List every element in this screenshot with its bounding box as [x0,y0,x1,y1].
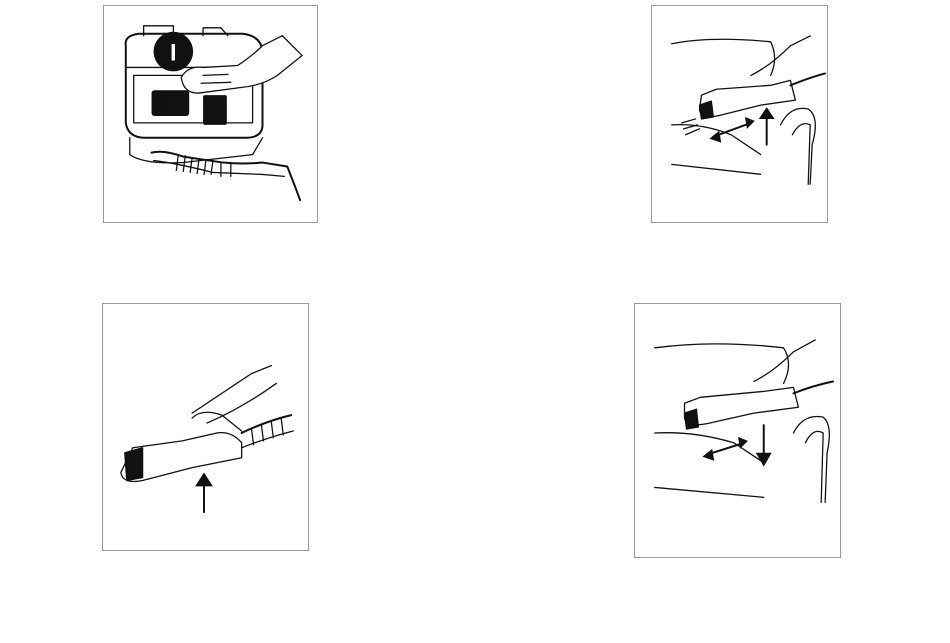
hand-tool [121,366,276,482]
arrow-up-icon [195,473,213,513]
tool-trigger-illustration [103,304,308,550]
machine-body [126,26,263,163]
power-switch-icon: I [154,32,194,72]
illustration-trigger-press [102,303,309,551]
hand [181,36,302,93]
sofa-spray-illustration [652,6,827,222]
sofa [672,39,816,184]
hose [242,415,293,448]
hand-tool [685,340,834,429]
arrow-down-icon [756,425,772,467]
spray-lines [682,119,700,135]
machine-illustration: I [104,6,317,222]
illustration-spray-forward [651,5,828,223]
sofa [655,344,830,502]
sofa-vacuum-illustration [635,304,840,557]
switch-symbol: I [170,40,177,67]
arrow-up-icon [759,107,775,145]
illustration-spray-backward [634,303,841,558]
hand-tool [699,36,825,119]
hose [152,152,301,200]
illustration-power-on: I [103,5,318,223]
